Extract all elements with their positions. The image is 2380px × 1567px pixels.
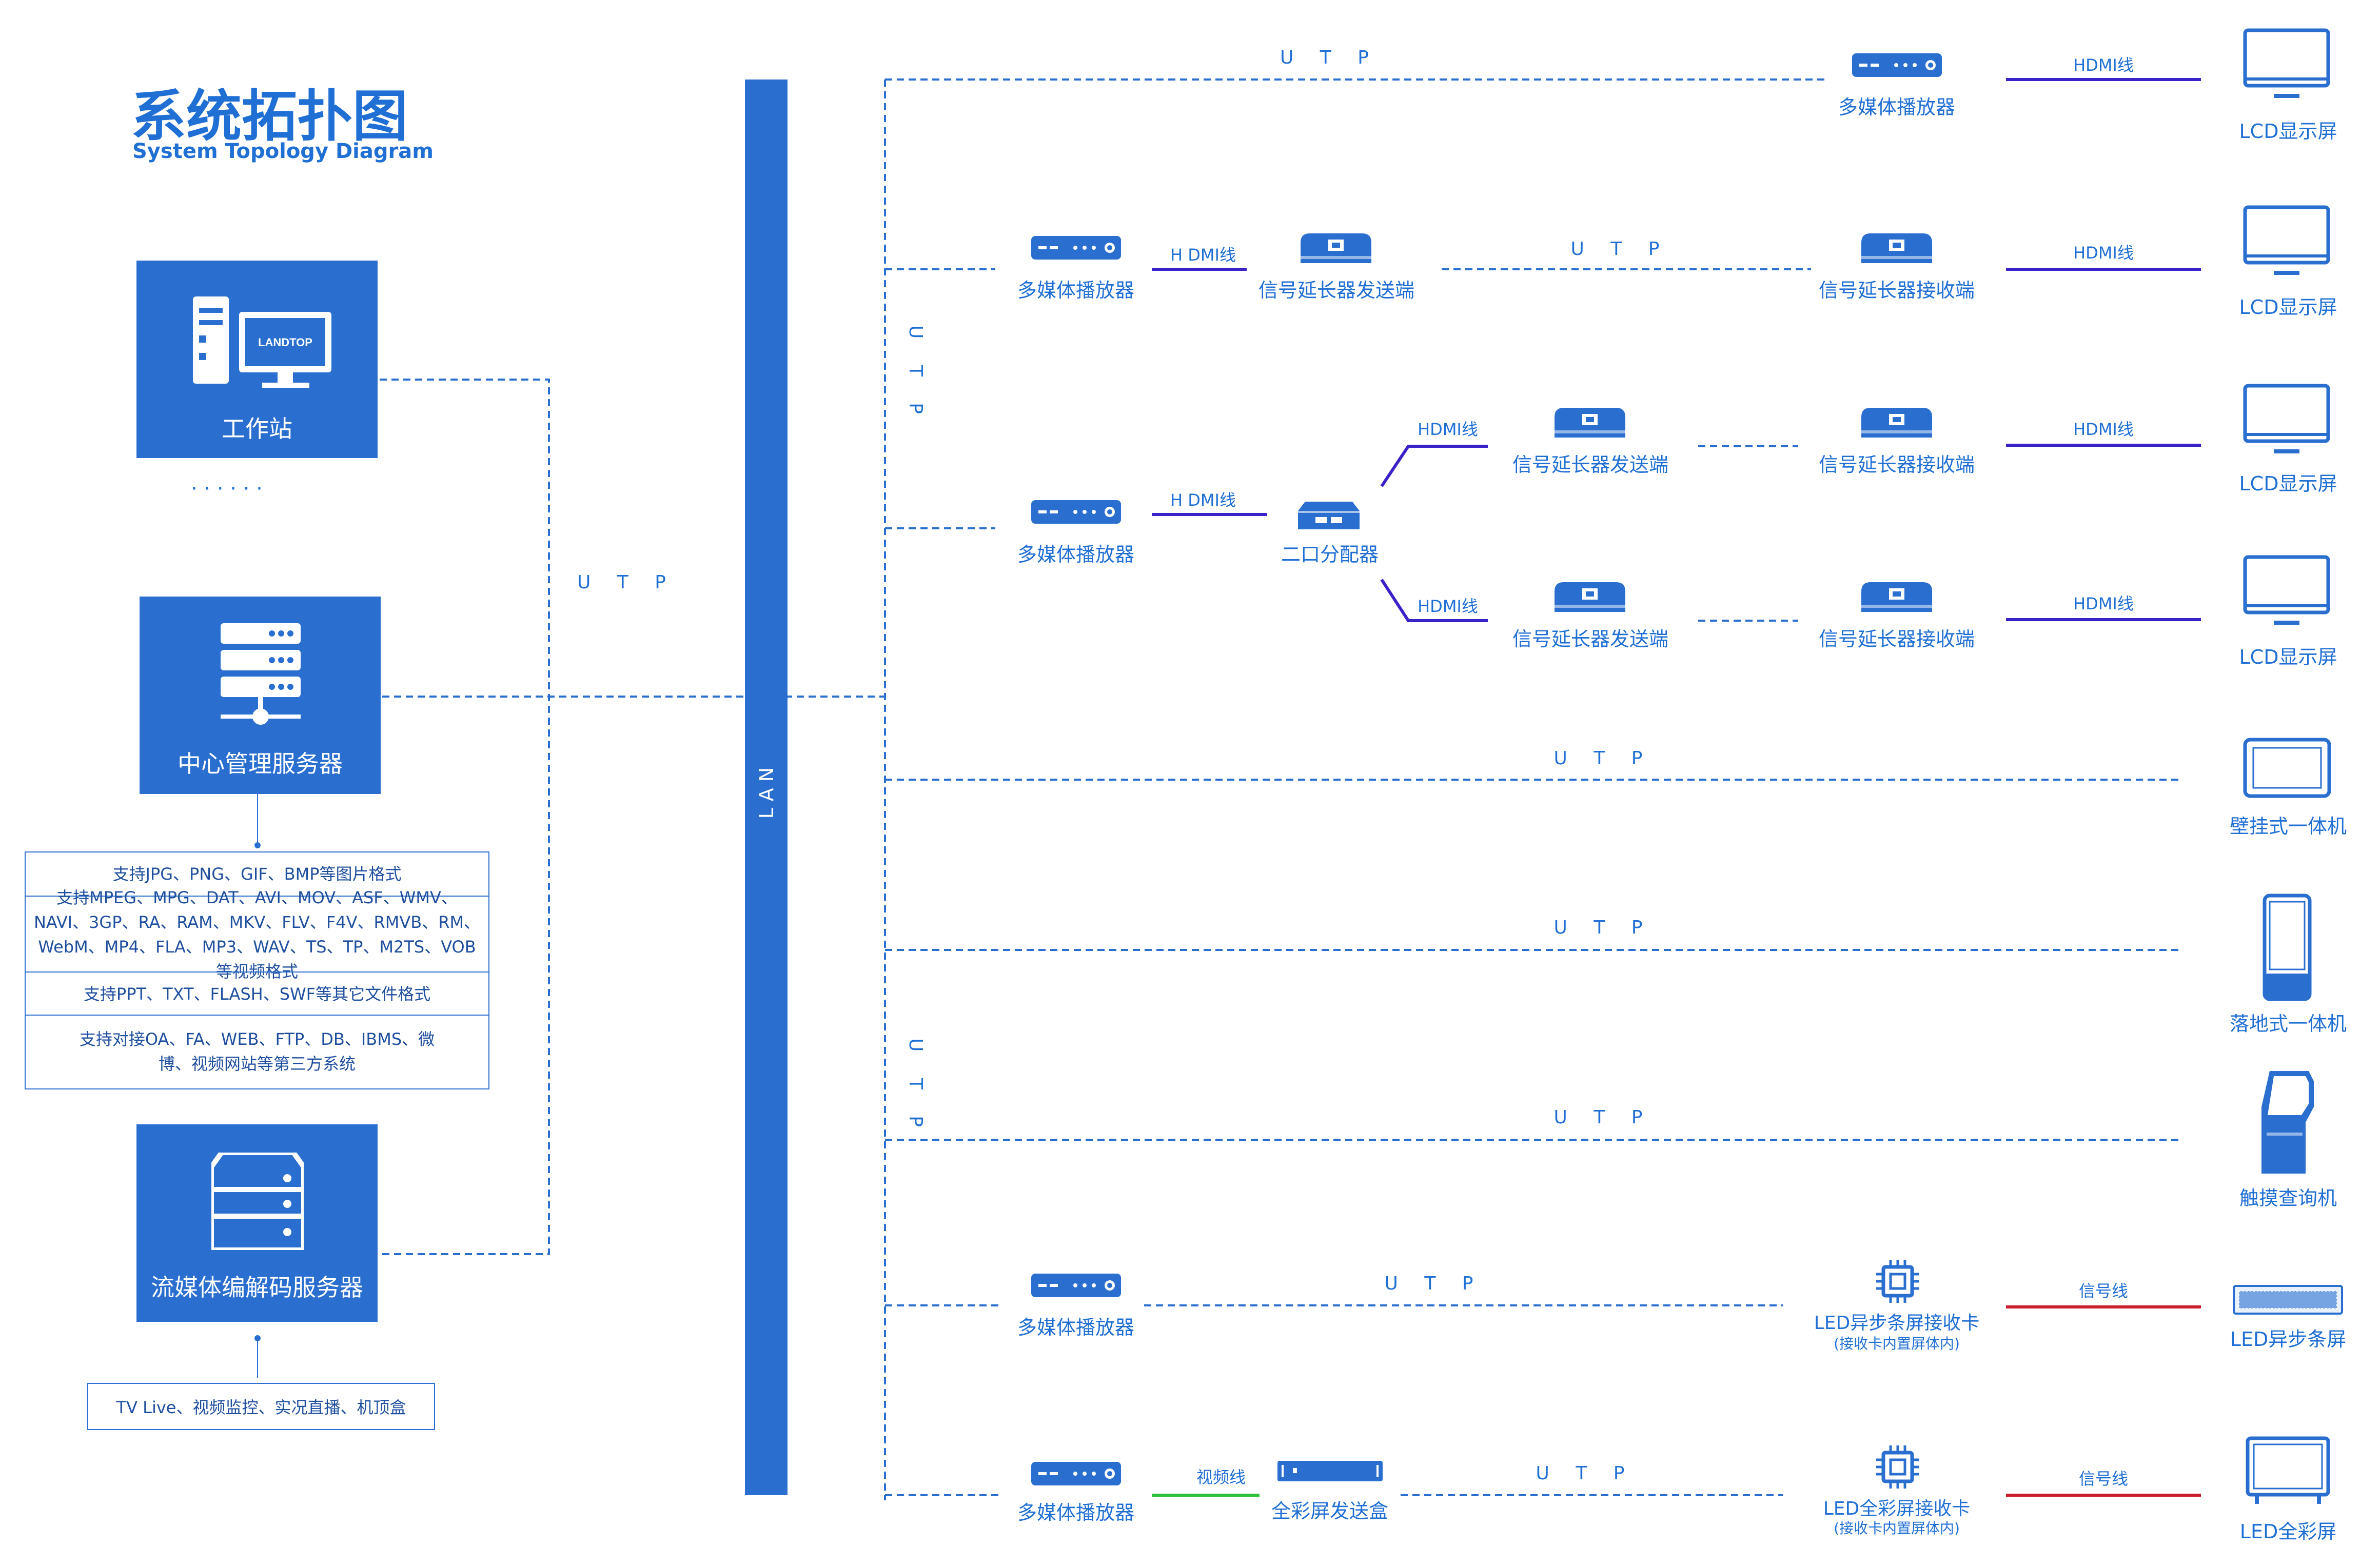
signal-label: 信号线	[2078, 1281, 2129, 1301]
lcd-monitor-icon	[2243, 28, 2330, 98]
lcd-monitor-icon	[2243, 555, 2330, 625]
utp-label: U T P	[1384, 1273, 1484, 1294]
extender-sender-icon	[1555, 408, 1625, 438]
floor-display-label: 落地式一体机	[2229, 1013, 2347, 1035]
chip-icon	[1876, 1445, 1919, 1489]
workstation-label: 工作站	[222, 415, 292, 443]
feature-row: 支持MPEG、MPG、DAT、AVI、MOV、ASF、WMV、NAVI、3GP、…	[26, 888, 488, 981]
splitter-label: 二口分配器	[1281, 543, 1379, 566]
extender-sender-icon	[1555, 582, 1625, 612]
player-label: 多媒体播放器	[1017, 1501, 1135, 1524]
utp-label: U T P	[1536, 1463, 1635, 1484]
lcd-label: LCD显示屏	[2239, 646, 2337, 668]
stream-feature-text: TV Live、视频监控、实况直播、机顶盒	[116, 1398, 406, 1417]
player-label: 多媒体播放器	[1017, 1316, 1135, 1339]
touch-kiosk-icon	[2261, 1071, 2314, 1174]
player-label: 多媒体播放器	[1838, 96, 1956, 118]
hdmi-label: HDMI线	[2073, 55, 2134, 75]
player-label: 多媒体播放器	[1017, 279, 1135, 302]
led-strip-screen-icon	[2233, 1285, 2343, 1315]
hdmi-label: H DMI线	[1170, 245, 1236, 265]
sender-label: 信号延长器发送端	[1512, 453, 1669, 476]
hdmi-label: HDMI线	[2073, 243, 2134, 263]
media-player-icon	[1031, 500, 1121, 524]
page-subtitle: System Topology Diagram	[132, 140, 434, 163]
full-sender-label: 全彩屏发送盒	[1271, 1500, 1389, 1522]
extender-receiver-icon	[1861, 582, 1932, 612]
management-server-label: 中心管理服务器	[178, 750, 343, 778]
connector-pin	[254, 794, 261, 848]
player-label: 多媒体播放器	[1017, 543, 1135, 566]
media-player-icon	[1031, 1274, 1121, 1297]
storage-icon	[211, 1153, 304, 1250]
utp-vertical-label: U T P	[904, 325, 926, 424]
stream-server-node: 流媒体编解码服务器	[136, 1124, 378, 1322]
wall-display-label: 壁挂式一体机	[2229, 815, 2347, 838]
feature-row: 支持JPG、PNG、GIF、BMP等图片格式	[112, 864, 402, 884]
receiver-label: 信号延长器接收端	[1818, 453, 1975, 476]
led-strip-card-label: LED异步条屏接收卡	[1814, 1313, 1980, 1334]
workstation-logo: LANDTOP	[258, 336, 312, 349]
hdmi-label: H DMI线	[1170, 490, 1236, 510]
stream-feature-table: TV Live、视频监控、实况直播、机顶盒	[87, 1383, 435, 1430]
extender-receiver-icon	[1861, 233, 1932, 263]
kiosk-label: 触摸查询机	[2239, 1187, 2337, 1209]
utp-label: U T P	[1553, 917, 1653, 938]
hdmi-label: HDMI线	[2073, 594, 2134, 613]
full-color-sender-icon	[1277, 1461, 1383, 1481]
media-player-icon	[1031, 236, 1121, 260]
led-full-label: LED全彩屏	[2239, 1520, 2337, 1543]
signal-label: 信号线	[2078, 1469, 2129, 1489]
utp-label: U T P	[1280, 47, 1379, 68]
extender-receiver-icon	[1861, 408, 1932, 438]
sender-label: 信号延长器发送端	[1258, 279, 1415, 302]
utp-label: U T P	[1570, 239, 1670, 260]
media-player-icon	[1031, 1462, 1121, 1485]
chip-icon	[1876, 1260, 1919, 1303]
ellipsis: · · · · · ·	[191, 477, 263, 501]
lcd-label: LCD显示屏	[2239, 296, 2337, 319]
led-full-screen-icon	[2246, 1436, 2330, 1504]
led-strip-label: LED异步条屏	[2230, 1328, 2347, 1351]
card-note: (接收卡内置屏体内)	[1834, 1520, 1960, 1537]
hdmi-label: HDMI线	[1418, 420, 1478, 439]
sender-label: 信号延长器发送端	[1512, 628, 1669, 650]
feature-table: 支持JPG、PNG、GIF、BMP等图片格式 支持MPEG、MPG、DAT、AV…	[25, 851, 489, 1089]
card-note: (接收卡内置屏体内)	[1834, 1335, 1960, 1352]
wall-mounted-display-icon	[2243, 738, 2331, 798]
lan-bus: LAN	[745, 80, 788, 1495]
extender-sender-icon	[1301, 233, 1371, 263]
management-server-node: 中心管理服务器	[140, 597, 381, 794]
lcd-label: LCD显示屏	[2239, 120, 2337, 143]
led-full-card-label: LED全彩屏接收卡	[1823, 1498, 1971, 1519]
receiver-label: 信号延长器接收端	[1818, 628, 1975, 650]
utp-vertical-label: U T P	[904, 1038, 926, 1137]
splitter-icon	[1298, 502, 1360, 529]
feature-row: 支持对接OA、FA、WEB、FTP、DB、IBMS、微博、视频网站等第三方系统	[26, 1015, 488, 1087]
workstation-icon: LANDTOP	[193, 296, 331, 388]
lcd-label: LCD显示屏	[2239, 472, 2337, 495]
receiver-label: 信号延长器接收端	[1818, 279, 1975, 302]
lan-label: LAN	[755, 761, 778, 819]
workstation-node: LANDTOP 工作站	[136, 261, 378, 458]
media-player-icon	[1852, 53, 1942, 77]
floor-standing-display-icon	[2263, 894, 2312, 1001]
server-icon	[221, 623, 301, 725]
hdmi-label: HDMI线	[2073, 420, 2134, 439]
feature-row: 支持PPT、TXT、FLASH、SWF等其它文件格式	[26, 971, 488, 1016]
stream-server-label: 流媒体编解码服务器	[151, 1274, 363, 1301]
utp-label: U T P	[1553, 1107, 1653, 1128]
video-label: 视频线	[1196, 1467, 1246, 1487]
page-title: 系统拓扑图	[131, 85, 408, 149]
hdmi-label: HDMI线	[1418, 597, 1478, 616]
connector-pin	[254, 1335, 261, 1378]
lcd-monitor-icon	[2243, 384, 2330, 453]
lcd-monitor-icon	[2243, 205, 2330, 275]
utp-label-left: U T P	[577, 572, 676, 593]
utp-label: U T P	[1553, 748, 1653, 769]
